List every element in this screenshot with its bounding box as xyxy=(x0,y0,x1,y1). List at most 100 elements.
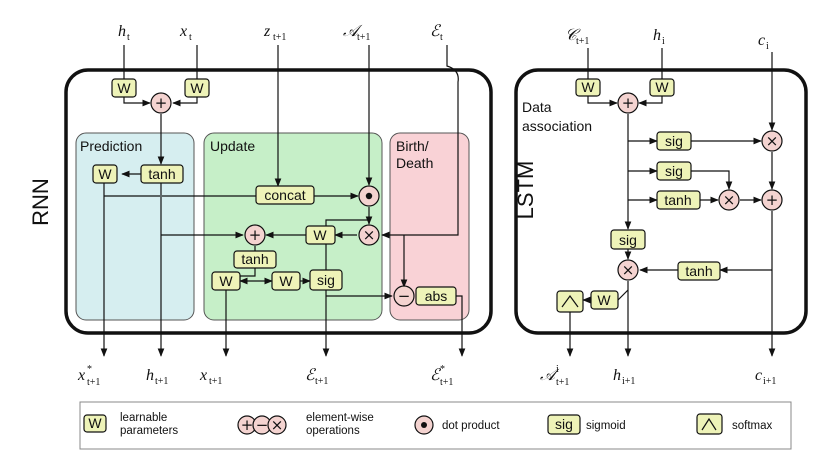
times-op-update: × xyxy=(358,224,380,246)
svg-text:W: W xyxy=(190,80,204,96)
tanh-box-update: tanh xyxy=(233,250,277,269)
lstm-block: LSTM Data association 𝒞 t+1 h i c i xyxy=(513,27,808,388)
svg-text:×: × xyxy=(622,261,635,279)
concat-box: concat xyxy=(255,185,315,205)
input-a-t1: 𝒜 t+1 xyxy=(343,23,370,43)
svg-text:x: x xyxy=(77,367,85,384)
input-z-t1: z t+1 xyxy=(263,23,286,43)
output-e-star: ℰ * t+1 xyxy=(430,364,453,388)
svg-text:𝒜: 𝒜 xyxy=(343,23,363,40)
w-box-update-left: W xyxy=(211,271,241,291)
tanh-box-cell: tanh xyxy=(677,261,721,281)
w-box-lstm-h: W xyxy=(649,78,675,97)
svg-text:t+1: t+1 xyxy=(209,376,222,387)
svg-text:parameters: parameters xyxy=(120,425,178,437)
w-box-h: W xyxy=(111,78,137,98)
legend-sig: sig sigmoid xyxy=(547,414,626,435)
sig-box-input: sig xyxy=(656,161,692,181)
death-label: Death xyxy=(396,155,433,171)
svg-text:ℰ: ℰ xyxy=(430,367,442,384)
svg-text:W: W xyxy=(117,80,131,96)
update-panel xyxy=(203,132,383,321)
lstm-frame xyxy=(514,68,808,335)
times-op-forget: × xyxy=(761,130,783,152)
w-box-prediction: W xyxy=(92,164,118,184)
svg-text:×: × xyxy=(363,226,376,244)
svg-text:c: c xyxy=(755,367,762,384)
svg-text:t+1: t+1 xyxy=(357,32,370,43)
input-e-t: ℰ t xyxy=(430,23,443,43)
svg-text:i: i xyxy=(556,364,559,375)
svg-text:sig: sig xyxy=(619,232,637,248)
svg-text:dot product: dot product xyxy=(442,420,500,432)
rnn-block: RNN Prediction Update Birth/ Death h t x… xyxy=(28,23,493,388)
output-a-i: 𝒜 i t+1 xyxy=(540,364,569,388)
legend-w: W learnable parameters xyxy=(83,412,178,437)
svg-text:t+1: t+1 xyxy=(576,36,589,47)
output-c-i1: c i+1 xyxy=(755,367,776,387)
svg-text:*: * xyxy=(440,364,445,375)
lstm-label-data: Data xyxy=(522,99,552,115)
update-label: Update xyxy=(210,138,255,154)
birth-label: Birth/ xyxy=(396,138,429,154)
svg-text:sig: sig xyxy=(665,133,683,149)
w-box-x: W xyxy=(184,78,210,98)
tanh-box-candidate: tanh xyxy=(656,190,701,210)
lstm-label-association: association xyxy=(522,118,592,134)
svg-text:+: + xyxy=(622,94,635,112)
prediction-panel xyxy=(75,132,195,321)
legend-softmax: softmax xyxy=(696,413,773,435)
sig-box-update: sig xyxy=(309,269,343,291)
output-e-t1: ℰ t+1 xyxy=(305,367,328,387)
svg-text:W: W xyxy=(581,79,595,95)
svg-text:sig: sig xyxy=(665,163,683,179)
abs-box: abs xyxy=(415,286,457,306)
svg-text:tanh: tanh xyxy=(664,192,691,208)
svg-text:*: * xyxy=(87,364,92,375)
svg-text:i: i xyxy=(766,41,769,52)
minus-op: − xyxy=(393,285,415,307)
svg-text:h: h xyxy=(613,367,621,384)
svg-text:abs: abs xyxy=(425,288,448,304)
svg-text:t+1: t+1 xyxy=(155,376,168,387)
svg-text:t+1: t+1 xyxy=(556,377,569,388)
input-h-t: h t xyxy=(118,23,130,43)
softmax-box xyxy=(556,290,584,313)
svg-text:W: W xyxy=(279,273,293,289)
svg-text:learnable: learnable xyxy=(120,412,167,424)
svg-text:h: h xyxy=(653,27,661,44)
svg-text:t: t xyxy=(440,32,443,43)
output-x-star: x * t+1 xyxy=(77,364,100,388)
dot-op xyxy=(358,185,380,207)
output-h-i1: h i+1 xyxy=(613,367,635,387)
svg-text:×: × xyxy=(271,416,284,434)
legend-dot: dot product xyxy=(414,415,500,435)
plus-op-update: + xyxy=(244,224,266,246)
svg-text:sig: sig xyxy=(555,416,573,432)
svg-text:i: i xyxy=(662,36,665,47)
legend-frame xyxy=(79,401,792,450)
plus-op-top: + xyxy=(150,92,172,114)
svg-text:sig: sig xyxy=(317,272,335,288)
svg-text:i+1: i+1 xyxy=(622,376,635,387)
svg-text:softmax: softmax xyxy=(732,420,773,432)
times-op-input: × xyxy=(718,189,740,211)
svg-text:concat: concat xyxy=(264,187,305,203)
w-box-update: W xyxy=(305,225,336,245)
svg-text:W: W xyxy=(313,227,327,243)
svg-text:i+1: i+1 xyxy=(763,376,776,387)
output-x-t1: x t+1 xyxy=(199,367,222,387)
svg-text:W: W xyxy=(88,415,102,431)
input-c-i: c i xyxy=(758,32,769,52)
birth-death-panel xyxy=(389,132,470,321)
svg-text:t+1: t+1 xyxy=(315,376,328,387)
legend: W learnable parameters + − × element-wis… xyxy=(79,401,792,450)
svg-text:sigmoid: sigmoid xyxy=(586,420,626,432)
svg-text:+: + xyxy=(241,416,254,434)
svg-text:h: h xyxy=(118,23,126,40)
svg-text:t+1: t+1 xyxy=(87,377,100,388)
rnn-title: RNN xyxy=(28,178,53,226)
sig-box-output: sig xyxy=(610,229,646,250)
svg-text:tanh: tanh xyxy=(148,166,175,182)
